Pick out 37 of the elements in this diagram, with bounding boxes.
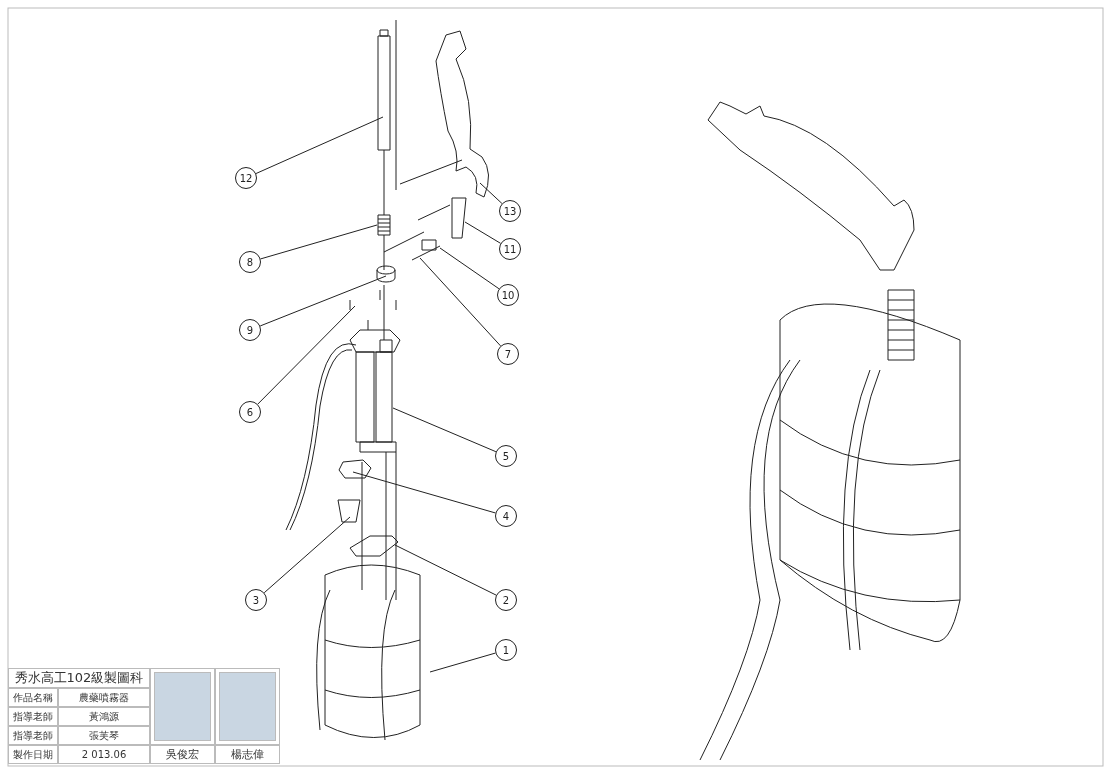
field-label: 指導老師 [8,726,58,745]
title-text: 秀水高工102級製圖科 [8,668,150,688]
callout-number: 4 [495,505,517,527]
leader-line [263,516,351,594]
callout-number: 6 [239,401,261,423]
callout-number: 7 [497,343,519,365]
leader-line [464,221,502,244]
field-label: 指導老師 [8,707,58,726]
field-value: 農藥噴霧器 [58,688,150,707]
leader-line [419,257,502,347]
field-value: 張芙琴 [58,726,150,745]
leader-line [439,247,500,290]
leader-line [260,224,378,260]
field-value: 黃鴻源 [58,707,150,726]
callout-number: 3 [245,589,267,611]
callout-number: 1 [495,639,517,661]
leader-line [352,471,496,514]
callout-number: 11 [499,238,521,260]
leader-line [255,116,384,175]
field-label: 製作日期 [8,745,58,764]
leader-line [394,544,497,596]
callout-number: 8 [239,251,261,273]
callout-number: 5 [495,445,517,467]
student-name: 楊志偉 [215,745,280,764]
callout-number: 10 [497,284,519,306]
leader-line [392,407,497,453]
callout-number: 2 [495,589,517,611]
student-name: 吳俊宏 [150,745,215,764]
field-value: 2 013.06 [58,745,150,764]
callout-number: 12 [235,167,257,189]
callout-number: 13 [499,200,521,222]
leader-line [259,275,387,327]
leader-line [479,182,503,204]
callout-number: 9 [239,319,261,341]
leader-line [429,652,496,673]
field-label: 作品名稱 [8,688,58,707]
leader-line [257,305,356,405]
